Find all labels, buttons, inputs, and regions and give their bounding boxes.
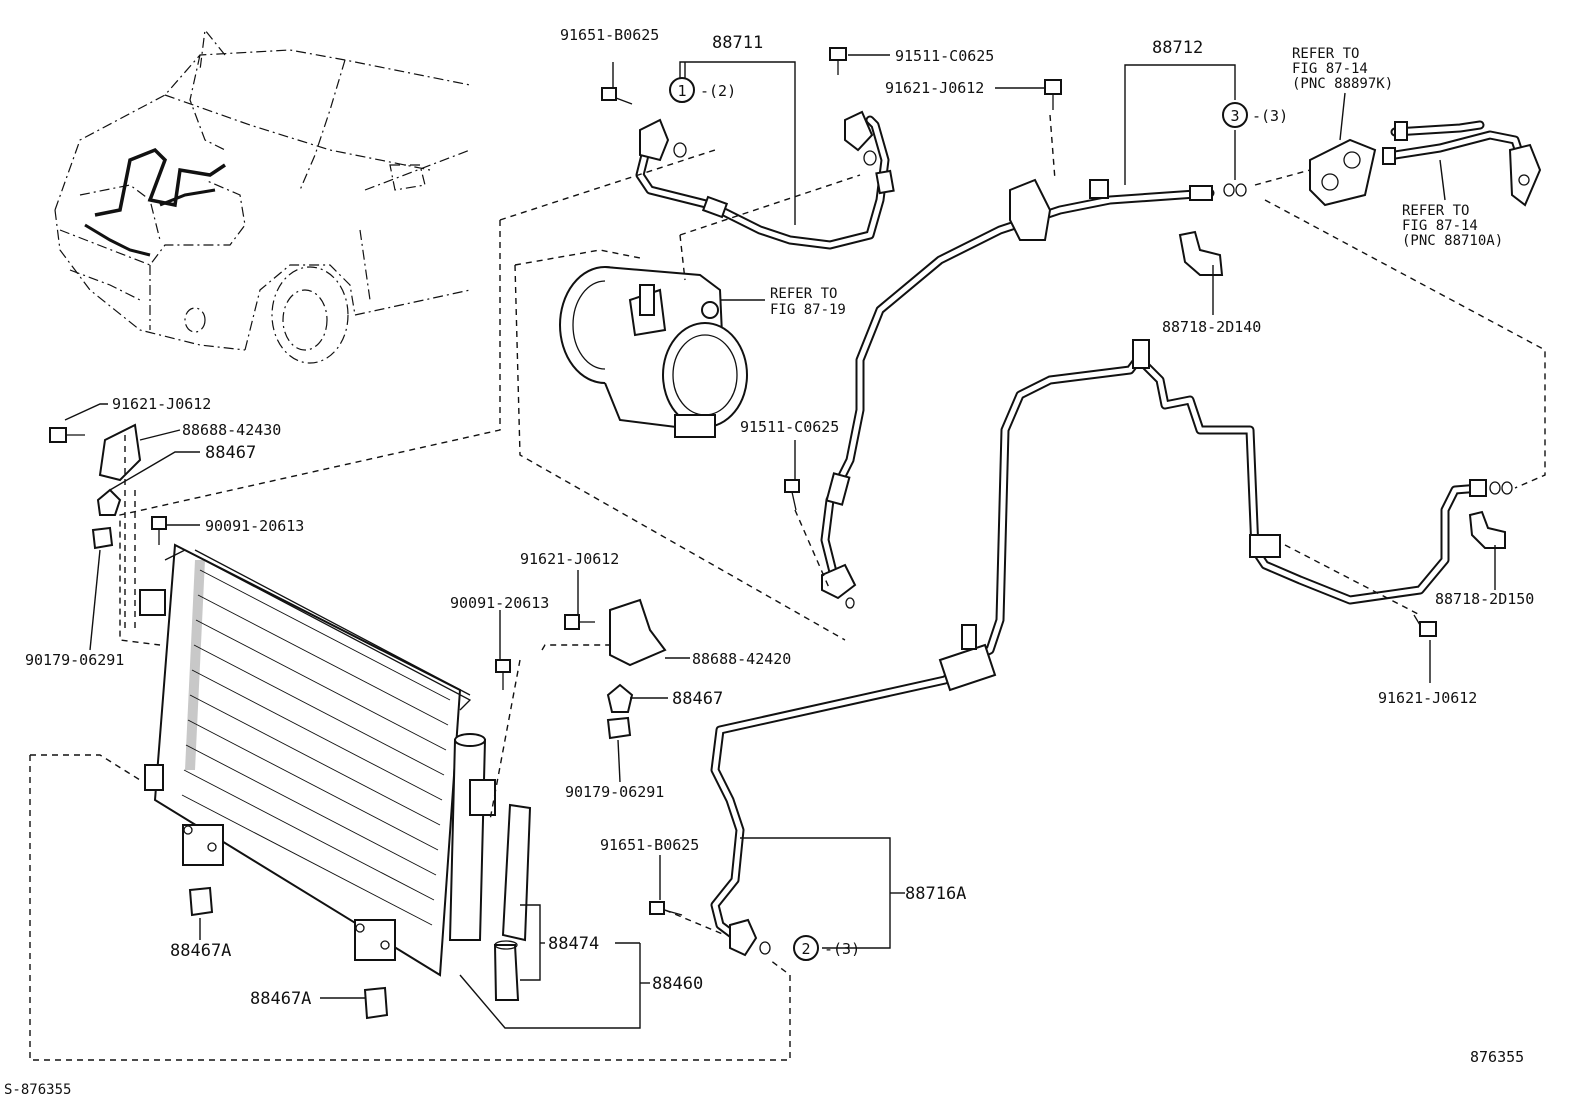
label-88711: 88711 [712, 33, 763, 53]
bolt-91621-a [1044, 79, 1062, 110]
liquid-tube-88716A [710, 339, 1513, 957]
callout-2-qty: -(3) [824, 940, 860, 958]
label-91651-B0625-bot: 91651-B0625 [600, 836, 699, 854]
callout-2: 2 -(3) [793, 935, 860, 961]
callout-3: 3 -(3) [1222, 102, 1288, 128]
compressor [559, 266, 748, 438]
label-88467A-b: 88467A [250, 989, 311, 1009]
cushion-88467-mid [606, 683, 634, 713]
label-88474: 88474 [548, 934, 599, 954]
label-90091-20613-b: 90091-20613 [450, 594, 549, 612]
callout-1-number: 1 [677, 82, 686, 100]
nut-90179-mid [606, 716, 632, 740]
bolt-91621-b [49, 427, 85, 443]
ref-compressor: REFER TO FIG 87-19 [770, 286, 846, 318]
callout-2-number: 2 [801, 940, 810, 958]
seal-plate [1309, 138, 1377, 207]
nut-90179-top [91, 526, 114, 550]
figure-number: 876355 [1470, 1048, 1524, 1066]
suction-hose-88712 [820, 178, 1247, 609]
callout-3-qty: -(3) [1252, 107, 1288, 125]
ref-compressor-line-2: FIG 87-19 [770, 302, 846, 318]
ref-suction-tube-line-2: FIG 87-14 [1402, 218, 1478, 234]
label-88467-top: 88467 [205, 443, 256, 463]
ref-seal-plate-line-2: FIG 87-14 [1292, 61, 1368, 77]
ref-suction-tube-line-1: REFER TO [1402, 203, 1469, 219]
label-90179-06291-a: 90179-06291 [25, 651, 124, 669]
clamp-88718-2D150 [1468, 510, 1506, 549]
vehicle-sketch [54, 28, 471, 364]
condenser-fins [181, 569, 451, 926]
label-88460: 88460 [652, 974, 703, 994]
part-labels: 88711 88712 88716A 88460 88474 88467 884… [25, 26, 1534, 1009]
bolt-91621-c [564, 614, 595, 630]
bolt-90091-b [495, 659, 511, 690]
assembly-outlines [29, 114, 1546, 1061]
label-88467A-a: 88467A [170, 941, 231, 961]
label-91621-J0612-a: 91621-J0612 [885, 79, 984, 97]
bolt-90091-a [151, 516, 167, 545]
bolt-91651-bot [649, 901, 683, 916]
callout-3-number: 3 [1230, 107, 1239, 125]
label-88712: 88712 [1152, 38, 1203, 58]
ref-seal-plate-line-3: (PNC 88897K) [1292, 76, 1393, 92]
cushion-88467-top [96, 488, 122, 516]
label-88718-2D150: 88718-2D150 [1435, 590, 1534, 608]
discharge-hose-88711 [635, 110, 895, 250]
label-91621-J0612-d: 91621-J0612 [1378, 689, 1477, 707]
label-91621-J0612-b: 91621-J0612 [112, 395, 211, 413]
label-90091-20613-a: 90091-20613 [205, 517, 304, 535]
callout-1: 1 -(2) [669, 77, 736, 103]
condenser [139, 543, 496, 977]
bracket-88688-42420 [609, 598, 667, 667]
bolt-91651-top [601, 87, 633, 105]
label-88718-2D140: 88718-2D140 [1162, 318, 1261, 336]
ref-suction-tube: REFER TO FIG 87-14 (PNC 88710A) [1402, 203, 1503, 249]
label-91511-C0625-top: 91511-C0625 [895, 47, 994, 65]
label-88688-42420: 88688-42420 [692, 650, 791, 668]
sheet-code: S-876355 [4, 1082, 71, 1098]
label-90179-06291-b: 90179-06291 [565, 783, 664, 801]
bracket-88688-42430 [98, 423, 142, 482]
dryer-element [493, 803, 532, 1001]
ref-suction-tube-line-3: (PNC 88710A) [1402, 233, 1503, 249]
ref-compressor-line-1: REFER TO [770, 286, 837, 302]
bolt-91621-d [1413, 614, 1437, 637]
ref-seal-plate: REFER TO FIG 87-14 (PNC 88897K) [1292, 46, 1393, 92]
label-88688-42430: 88688-42430 [182, 421, 281, 439]
callout-1-qty: -(2) [700, 82, 736, 100]
label-91621-J0612-c: 91621-J0612 [520, 550, 619, 568]
cushion-88467A-b [363, 986, 389, 1020]
ref-seal-plate-line-1: REFER TO [1292, 46, 1359, 62]
label-88467-mid: 88467 [672, 689, 723, 709]
clamp-88718-2D140 [1178, 230, 1224, 276]
label-88716A: 88716A [905, 884, 966, 904]
leader-lines [64, 54, 1496, 1029]
bolt-91511-top [829, 47, 847, 75]
label-91511-C0625-mid: 91511-C0625 [740, 418, 839, 436]
cushion-88467A-a [188, 886, 214, 917]
label-91651-B0625-top: 91651-B0625 [560, 26, 659, 44]
suction-tube-ref [1382, 120, 1542, 207]
bolt-91511-mid [784, 479, 800, 511]
